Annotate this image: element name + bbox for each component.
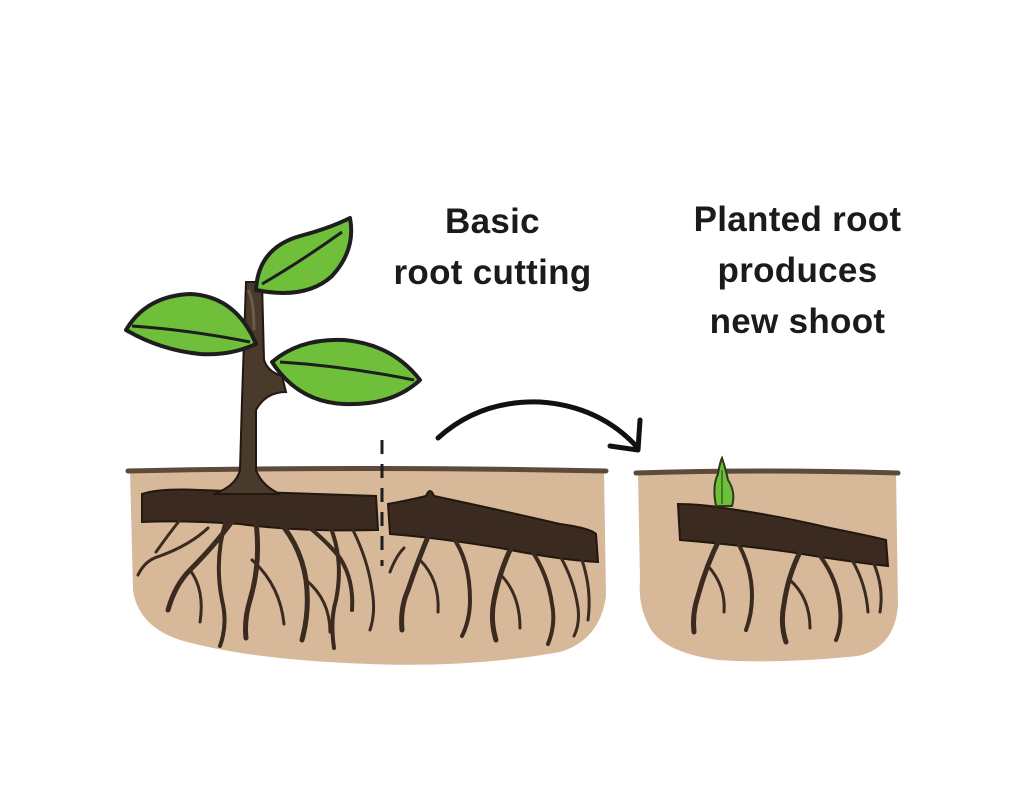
caption-basic-root-cutting: Basic root cutting: [350, 196, 635, 298]
root-cutting-piece: [386, 490, 600, 564]
parent-stem: [213, 281, 288, 495]
caption-planted-line-1: Planted root: [693, 200, 902, 239]
parent-feeder-roots: [136, 507, 376, 650]
caption-planted-root: Planted root produces new shoot: [655, 194, 940, 347]
leaf-top: [254, 216, 354, 295]
caption-cutting-line-2: root cutting: [393, 253, 592, 292]
caption-cutting-line-1: Basic: [445, 202, 540, 241]
leaf-left: [124, 292, 258, 357]
planted-soil-block: [633, 468, 901, 662]
cutting-feeder-roots: [388, 529, 591, 646]
caption-planted-line-2: produces: [717, 251, 878, 290]
planted-feeder-roots: [691, 535, 883, 645]
new-shoot-sprout: [713, 455, 735, 507]
transfer-arrow: [435, 399, 643, 453]
planted-root-piece: [676, 502, 890, 568]
caption-planted-line-3: new shoot: [709, 302, 886, 341]
leaf-right: [270, 337, 422, 407]
